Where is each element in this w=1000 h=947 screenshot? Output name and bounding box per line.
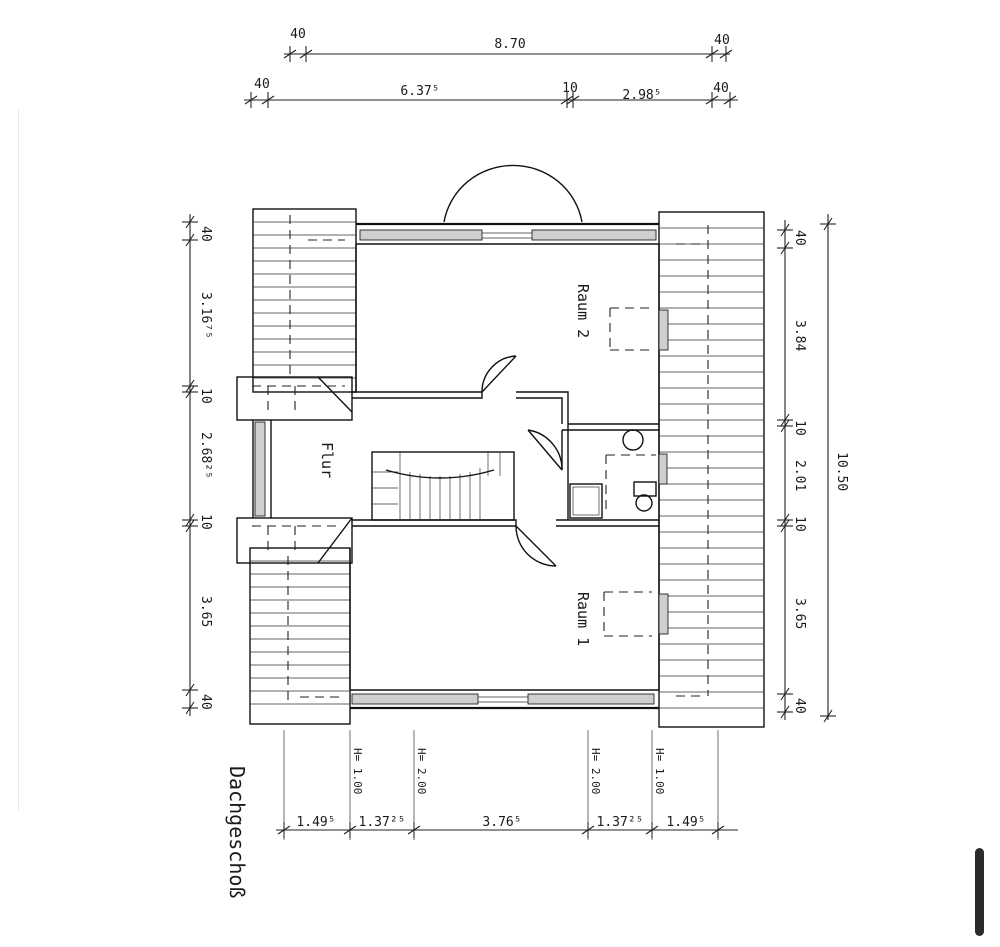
right-total-dimension: 10.50 (820, 214, 849, 723)
window-bottom-right (527, 693, 655, 705)
dim-bottom-1: 1.49⁵ (296, 815, 335, 830)
dim-right-3: 10 (792, 420, 807, 436)
dim-top1-left: 40 (290, 27, 306, 42)
height-note-2: H= 2.00 (415, 748, 428, 794)
dim-left-4: 2.68²⁵ (198, 432, 213, 479)
right-dimension-col: 40 3.84 10 2.01 10 3.65 40 (777, 220, 807, 720)
dim-left-5: 10 (198, 514, 213, 530)
dim-left-7: 40 (198, 694, 213, 710)
roof-right (658, 211, 765, 728)
dim-left-3: 10 (198, 388, 213, 404)
window-top-left (359, 229, 483, 241)
dim-right-1: 40 (792, 230, 807, 246)
dim-left-1: 40 (198, 226, 213, 242)
height-note-1: H= 1.00 (351, 748, 364, 794)
hall-gable-window (252, 420, 272, 518)
drawing-title: Dachgeschoß (225, 766, 249, 898)
dim-top2-c: 2.98⁵ (622, 88, 661, 103)
dim-top1-total: 8.70 (494, 37, 525, 52)
dim-right-4: 2.01 (792, 460, 807, 491)
dim-right-total: 10.50 (834, 452, 849, 491)
left-dimension-col: 40 3.16⁷⁵ 10 2.68²⁵ 10 3.65 40 (182, 214, 213, 716)
dim-right-7: 40 (792, 698, 807, 714)
dim-right-6: 3.65 (792, 598, 807, 629)
roof-left-upper (252, 208, 357, 393)
roof-left-lower (249, 547, 351, 725)
room-label-raum-1: Raum 1 (574, 592, 592, 646)
bottom-dimension-row: 1.49⁵ 1.37²⁵ 3.76⁵ 1.37²⁵ 1.49⁵ (276, 815, 738, 838)
balcony-arc (443, 164, 583, 223)
dim-top1-right: 40 (714, 33, 730, 48)
dim-top2-left: 40 (254, 77, 270, 92)
dim-bottom-5: 1.49⁵ (666, 815, 705, 830)
dim-top2-right: 40 (713, 81, 729, 96)
dim-top2-b: 10 (562, 81, 578, 96)
window-top-right (531, 229, 657, 241)
bottom-extension-lines (283, 730, 719, 840)
dim-top2-a: 6.37⁵ (400, 84, 439, 99)
dim-right-2: 3.84 (792, 320, 807, 351)
scan-edge-line (18, 110, 19, 810)
top-dimension-row-2: 40 6.37⁵ 10 2.98⁵ 40 (244, 77, 738, 108)
scrollbar-thumb[interactable] (975, 848, 984, 936)
window-bottom-left (351, 693, 479, 705)
dim-bottom-2: 1.37²⁵ (359, 815, 406, 830)
dormer-upper (236, 376, 353, 421)
interior-walls (352, 307, 669, 637)
height-note-3: H= 2.00 (589, 748, 602, 794)
room-label-raum-2: Raum 2 (574, 284, 592, 338)
room-label-flur: Flur (318, 442, 336, 478)
dim-left-6: 3.65 (198, 596, 213, 627)
dim-left-2: 3.16⁷⁵ (198, 292, 213, 339)
dormer-lower (236, 517, 353, 564)
height-note-4: H= 1.00 (653, 748, 666, 794)
exterior-walls (349, 222, 660, 710)
top-dimension-row-1: 40 8.70 40 (283, 27, 733, 62)
dim-right-5: 10 (792, 516, 807, 532)
dim-bottom-3: 3.76⁵ (482, 815, 521, 830)
dim-bottom-4: 1.37²⁵ (597, 815, 644, 830)
